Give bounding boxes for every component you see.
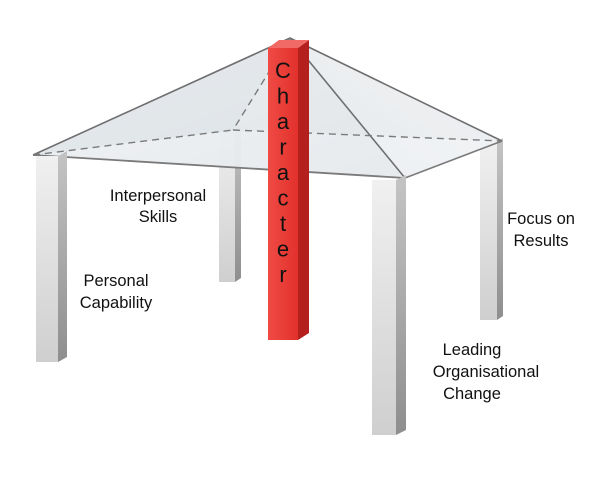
label-line: Focus on (507, 210, 575, 228)
character-letter: C (275, 58, 291, 83)
character-letter: c (278, 186, 289, 211)
character-letter: t (280, 211, 286, 236)
label-personal-capability: Personal Capability (80, 272, 153, 312)
label-line: Capability (80, 294, 153, 312)
label-focus-on-results: Focus on Results (507, 210, 575, 250)
pillar-front-left (36, 151, 67, 362)
label-line: Organisational (433, 363, 539, 381)
label-line: Leading (443, 341, 502, 359)
character-letter: a (277, 160, 290, 185)
character-letter: h (277, 84, 289, 109)
label-line: Personal (83, 272, 148, 290)
label-line: Skills (139, 208, 178, 226)
label-line: Change (443, 385, 501, 403)
roof (32, 37, 503, 179)
character-letter: r (279, 262, 286, 287)
label-interpersonal-skills: Interpersonal Skills (110, 187, 206, 226)
label-leading-organisational-change: Leading Organisational Change (433, 341, 539, 403)
character-letter: r (279, 135, 286, 160)
character-letter: a (277, 109, 290, 134)
label-line: Interpersonal (110, 187, 206, 205)
label-line: Results (513, 232, 568, 250)
character-letter: e (277, 237, 289, 262)
pillar-front-right (372, 175, 406, 435)
pillar-back-right (480, 138, 503, 320)
